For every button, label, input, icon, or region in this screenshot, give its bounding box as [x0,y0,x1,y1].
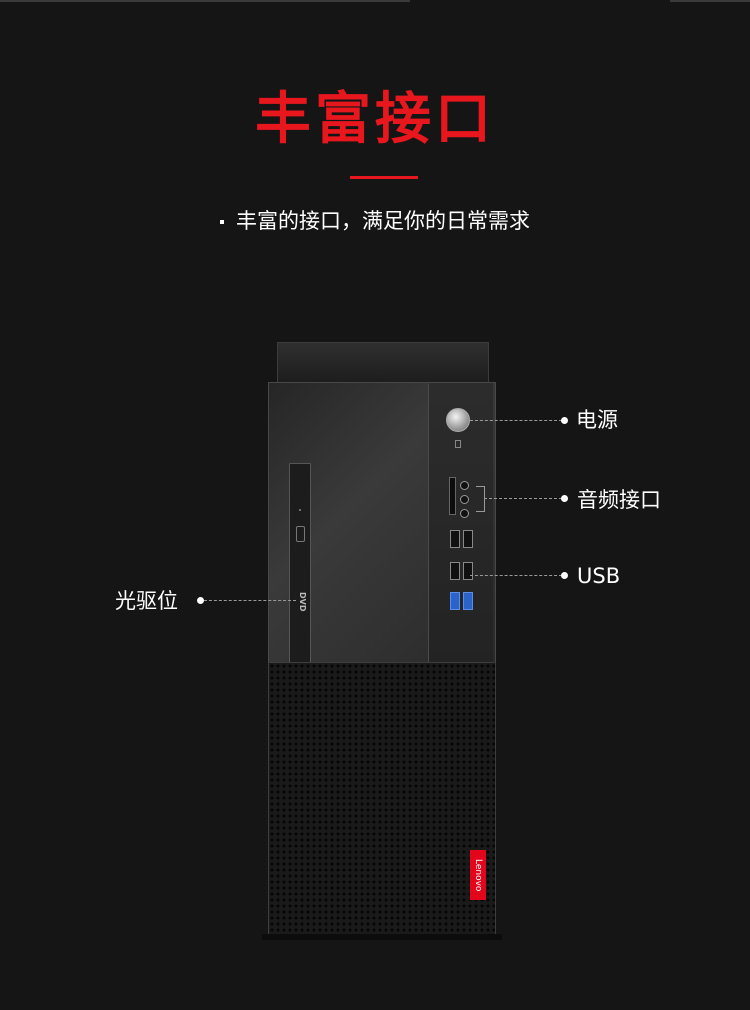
optical-drive-callout-dot [197,597,204,604]
optical-drive-bay: DVD [289,463,311,663]
audio-jack-icon [460,509,469,518]
audio-callout-dot [561,495,568,502]
headphone-jack-icon [460,481,469,490]
audio-bracket [476,486,485,512]
usb-port-icon [450,530,460,548]
usb-callout-line [470,575,562,576]
audio-label: 音频接口 [577,488,661,512]
tower-top [277,342,489,383]
bullet-dot [220,220,224,224]
subtitle-text: 丰富的接口，满足你的日常需求 [236,209,530,233]
usb-callout-dot [561,572,568,579]
title-underline [350,176,418,179]
desktop-tower-image: DVD Lenovo [262,342,502,942]
section-subtitle: 丰富的接口，满足你的日常需求 [0,206,750,236]
usb-port-icon [463,530,473,548]
brand-badge: Lenovo [470,850,486,900]
usb3-port-icon [450,592,460,610]
usb-label: USB [577,564,621,588]
optical-drive-callout-line [204,600,296,601]
dvd-logo: DVD [298,592,307,612]
hdd-indicator-icon [455,440,461,448]
power-button-icon [446,408,470,432]
tower-base [262,934,502,940]
usb3-port-icon [463,592,473,610]
tower-mesh-grille [268,662,496,936]
audio-callout-line [484,498,562,499]
top-border-left [0,0,410,2]
power-label: 电源 [576,408,618,432]
odd-eject-icon [296,526,305,542]
top-border-right [670,0,750,2]
usb-port-icon [463,562,473,580]
card-reader-slot [449,477,456,515]
panel-divider [428,384,429,662]
power-callout-line [470,420,562,421]
odd-led-icon [299,509,301,511]
mic-jack-icon [460,495,469,504]
usb-port-icon [450,562,460,580]
optical-drive-label: 光驱位 [115,589,178,613]
section-title: 丰富接口 [255,87,495,152]
power-callout-dot [561,417,568,424]
